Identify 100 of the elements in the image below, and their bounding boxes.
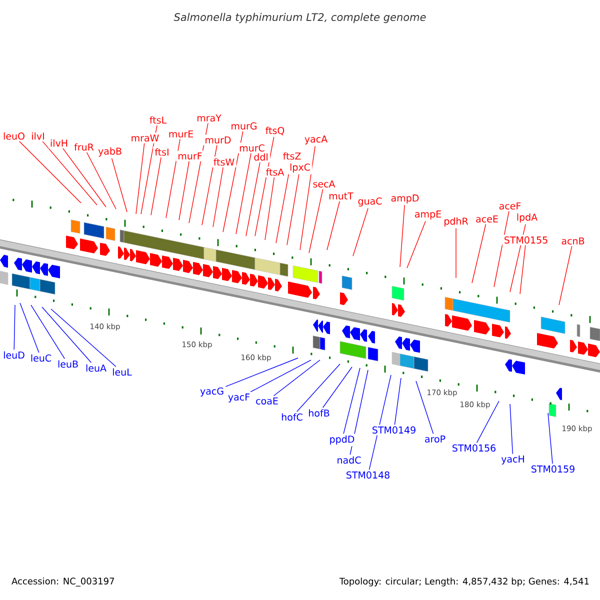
leader-line	[350, 370, 368, 455]
gene-label: STM0156	[452, 444, 496, 452]
leader-line	[42, 306, 92, 363]
gene-label: leuL	[113, 368, 132, 376]
gene-label: murF	[178, 152, 202, 160]
gene-label: ilvH	[50, 139, 68, 147]
leader-line	[42, 140, 98, 206]
leader-line	[254, 136, 274, 236]
gene-label: ftsI	[154, 148, 168, 156]
leader-line	[416, 380, 434, 434]
gene-label: secA	[313, 180, 336, 188]
leader-line	[472, 224, 486, 284]
gene-label: lpdA	[517, 213, 538, 223]
leader-line	[343, 368, 360, 434]
gene-label: leuB	[58, 360, 78, 368]
leader-line	[308, 188, 324, 254]
leader-line	[322, 366, 352, 408]
gene-label: ampE	[415, 210, 441, 220]
gene-label: yacA	[304, 136, 328, 144]
leader-line	[188, 122, 208, 224]
leader-line	[300, 146, 316, 250]
gene-label: STM0149	[372, 426, 416, 434]
gene-label: mraY	[197, 114, 222, 122]
gene-label: fruR	[74, 143, 94, 151]
gene-label: leuO	[4, 132, 24, 140]
gene-label: pdhR	[444, 217, 468, 227]
gene-label: hofC	[282, 413, 302, 421]
leader-line	[136, 142, 145, 214]
leader-line	[111, 158, 128, 212]
leader-line	[250, 360, 312, 392]
gene-label: leuA	[86, 364, 106, 372]
leader-line	[225, 358, 298, 387]
gene-label: acnB	[562, 237, 584, 245]
gene-label: ftsW	[214, 158, 234, 166]
gene-label: murC	[240, 144, 264, 152]
gene-label: yacF	[228, 394, 250, 402]
gene-label: mutT	[329, 192, 354, 200]
gene-label: STM0155	[504, 236, 548, 244]
leader-line	[86, 152, 116, 210]
leader-line	[558, 246, 572, 306]
leader-line	[510, 404, 514, 454]
gene-label: yabB	[98, 147, 122, 157]
leader-line	[212, 167, 224, 228]
leader-line	[150, 157, 162, 216]
gene-label: ilvI	[32, 132, 44, 140]
gene-label: guaC	[358, 197, 382, 207]
gene-label: ftsZ	[283, 152, 301, 160]
gene-label: murG	[232, 122, 256, 130]
accession-text: Accession: NC_003197	[12, 578, 114, 586]
gene-label: nadC	[338, 456, 361, 464]
gene-label: aceF	[499, 202, 521, 210]
gene-label: ampD	[391, 194, 419, 204]
leader-line	[178, 160, 190, 220]
gene-label: STM0148	[346, 471, 390, 479]
leader-line	[50, 308, 116, 367]
title: Salmonella typhimurium LT2, complete genome	[174, 12, 426, 24]
leader-line	[510, 224, 526, 292]
leader-line	[368, 374, 392, 470]
leader-line	[352, 208, 368, 256]
gene-label: coaE	[256, 397, 278, 405]
leader-line	[326, 200, 340, 250]
gene-label: hofB	[309, 409, 330, 417]
leader-line	[30, 304, 65, 359]
gene-label: ftsA	[266, 168, 284, 176]
leader-line	[494, 210, 510, 288]
leader-line	[273, 360, 320, 396]
leader-line	[14, 304, 16, 350]
leader-line	[140, 125, 158, 214]
gene-label: yacG	[200, 387, 224, 397]
leader-line	[520, 244, 526, 294]
gene-label: murE	[169, 130, 193, 138]
leader-line	[62, 148, 106, 208]
leader-line	[19, 141, 82, 204]
leader-line	[166, 138, 180, 218]
gene-label: STM0159	[532, 465, 574, 473]
genome-info-text: Topology: circular; Length: 4,857,432 bp; Genes: 4,541	[339, 578, 589, 586]
leader-line	[394, 378, 402, 426]
gene-label: aroP	[425, 435, 446, 443]
gene-label: aceE	[476, 215, 498, 223]
leader-line	[222, 130, 244, 232]
leader-line	[406, 220, 426, 268]
gene-label: leuC	[31, 354, 52, 362]
gene-label: ppdD	[330, 435, 354, 445]
leader-line	[246, 162, 260, 236]
gene-label: ftsL	[150, 116, 167, 124]
gene-label: ftsQ	[266, 126, 284, 136]
gene-label: lpxC	[290, 163, 310, 173]
gene-label: yacH	[501, 456, 524, 464]
leader-line	[296, 364, 340, 412]
leader-line	[20, 302, 40, 353]
leader-line	[548, 412, 553, 464]
leader-line	[400, 204, 405, 268]
gene-label: ddl	[254, 153, 268, 161]
gene-label: leuD	[4, 351, 24, 359]
leader-line	[476, 400, 500, 444]
leader-line	[202, 144, 218, 226]
leader-line	[264, 177, 275, 240]
gene-label: mraW	[132, 134, 159, 142]
gene-label: murD	[206, 136, 231, 144]
leader-line	[286, 174, 300, 246]
